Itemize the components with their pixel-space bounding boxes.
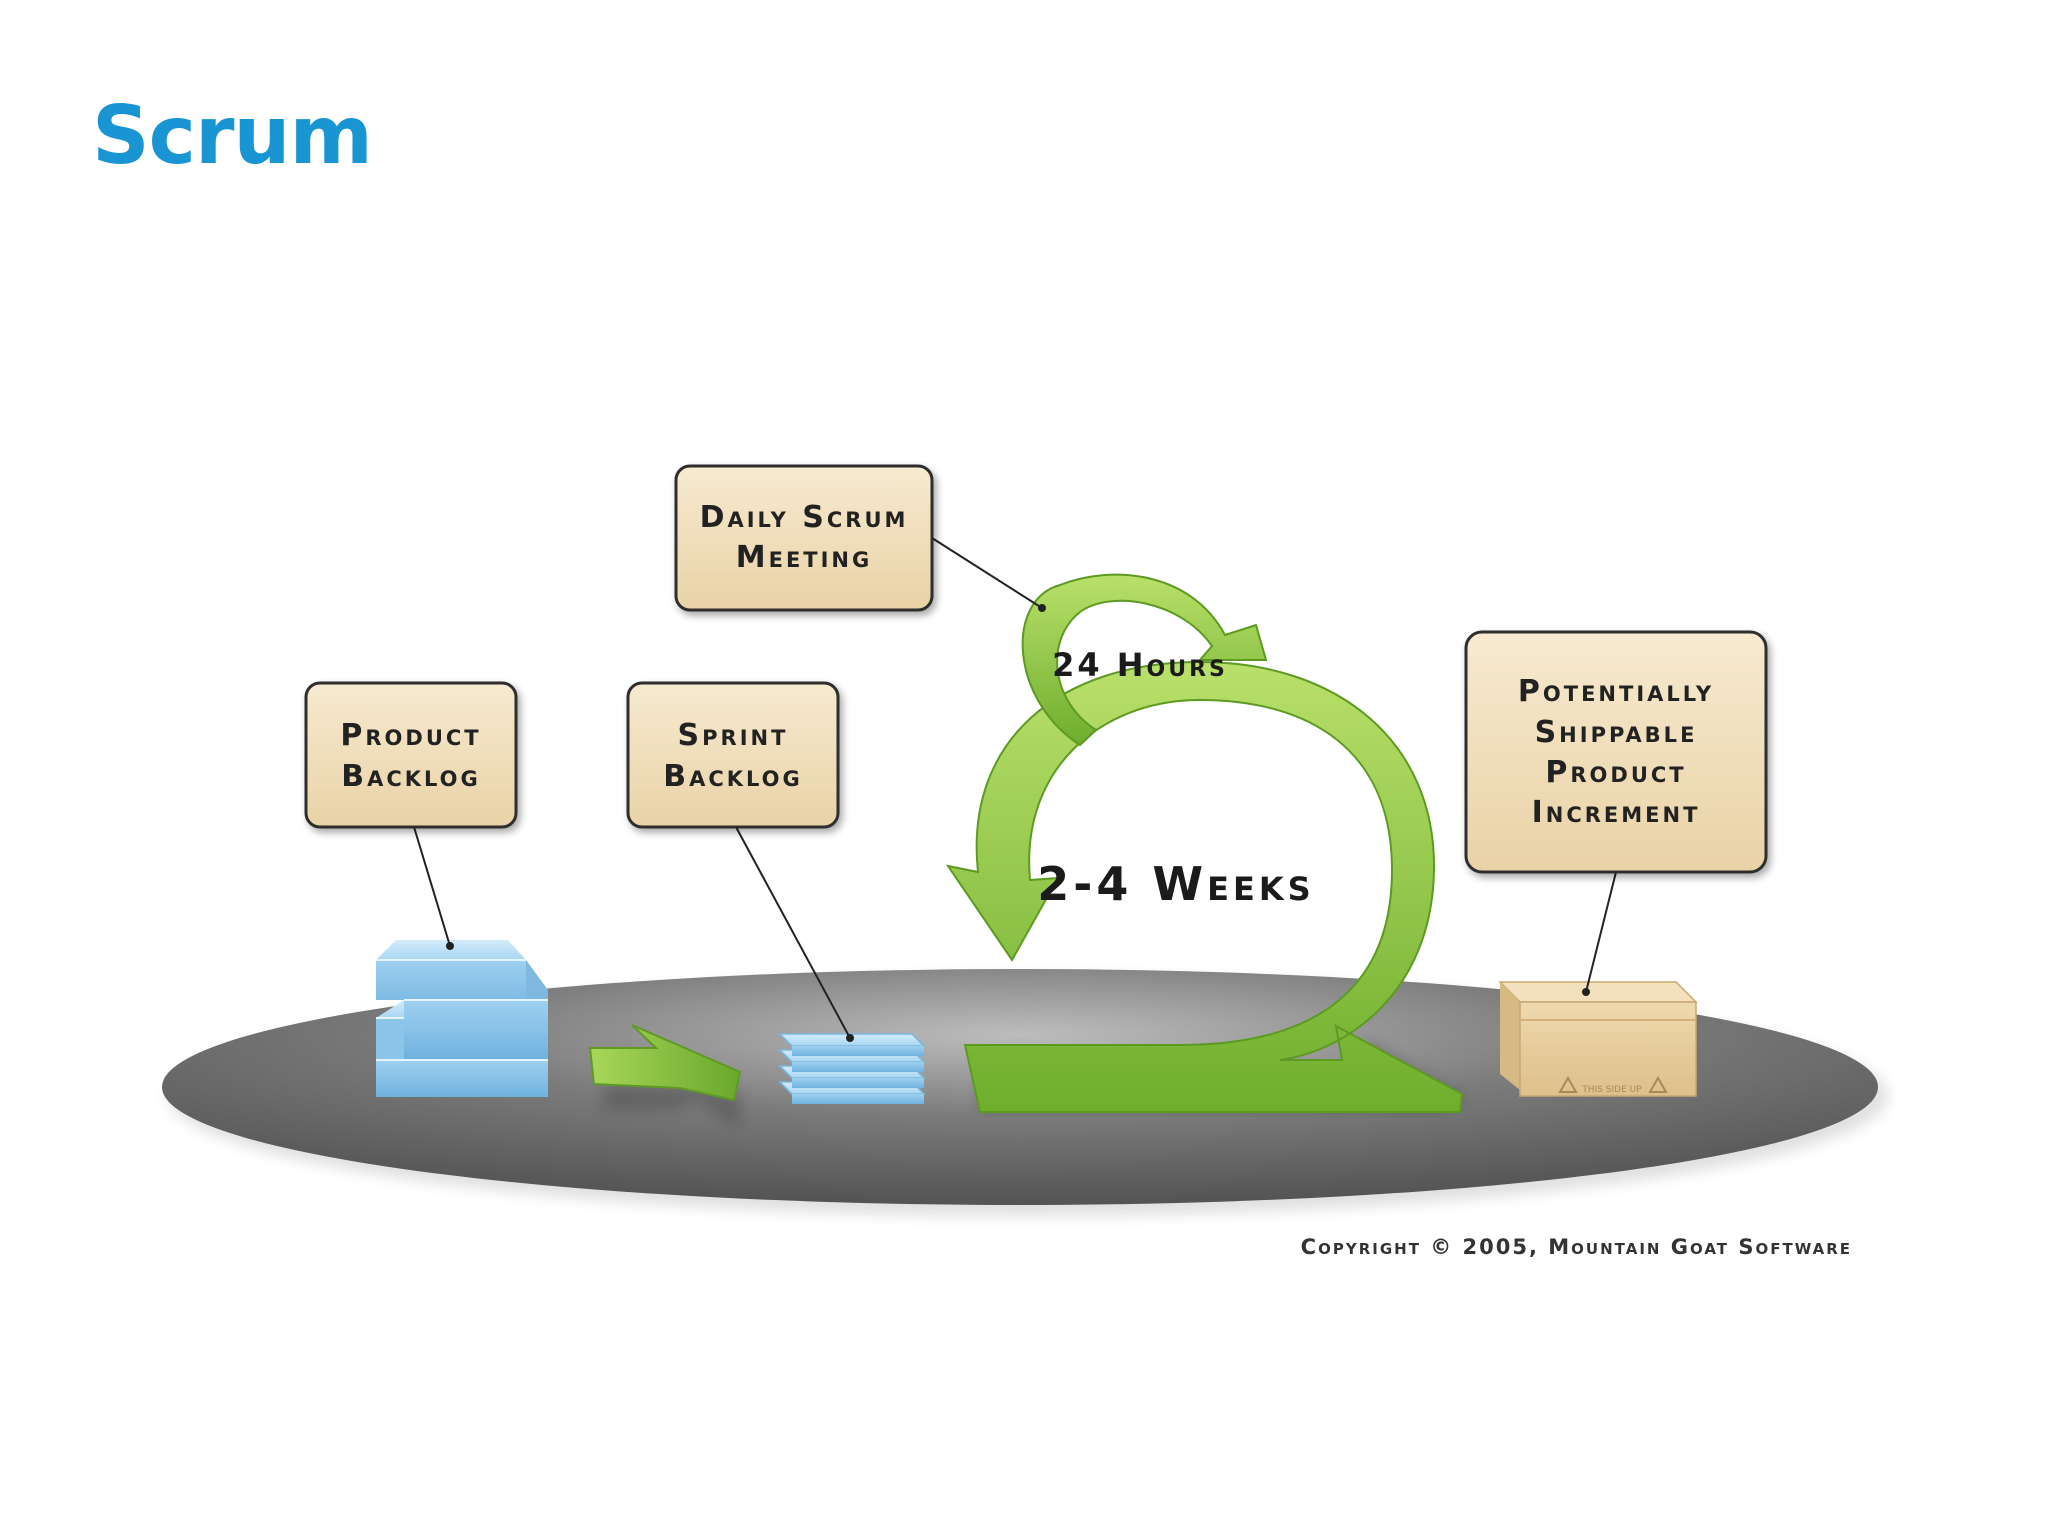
label-2-4-weeks: 2-4 Weeks bbox=[1037, 857, 1314, 911]
daily-scrum-label-line1: Daily Scrum bbox=[700, 500, 909, 535]
sprint-backlog-label-line2: Backlog bbox=[663, 759, 803, 794]
increment-label-line1: Potentially bbox=[1518, 674, 1714, 709]
label-product-increment: Potentially Shippable Product Increment bbox=[1464, 630, 1768, 874]
product-backlog-label-line2: Backlog bbox=[341, 759, 481, 794]
connector-sprint-backlog bbox=[735, 826, 851, 1039]
connector-daily-scrum bbox=[931, 537, 1043, 609]
label-24-hours: 24 Hours bbox=[1052, 646, 1228, 684]
product-increment-carton: THIS SIDE UP bbox=[1498, 981, 1698, 1097]
daily-cycle-arrow bbox=[1021, 573, 1268, 747]
slide-title: Scrum bbox=[92, 89, 373, 182]
connector-increment bbox=[1585, 871, 1617, 993]
increment-label-line3: Product bbox=[1545, 755, 1686, 790]
sprint-backlog-stack bbox=[778, 1033, 926, 1104]
product-backlog-label-line1: Product bbox=[340, 718, 481, 753]
arrow-to-sprint-backlog bbox=[588, 1024, 742, 1128]
increment-label-line2: Shippable bbox=[1535, 715, 1698, 750]
product-backlog-stack bbox=[376, 940, 548, 1097]
label-product-backlog: Product Backlog bbox=[304, 681, 518, 829]
copyright-notice: Copyright © 2005, Mountain Goat Software bbox=[1301, 1235, 1852, 1259]
daily-scrum-label-line2: Meeting bbox=[736, 540, 873, 575]
label-daily-scrum-meeting: Daily Scrum Meeting bbox=[674, 464, 934, 612]
increment-label-line4: Increment bbox=[1532, 795, 1701, 830]
label-sprint-backlog: Sprint Backlog bbox=[626, 681, 840, 829]
sprint-cycle-arrow bbox=[945, 660, 1466, 1113]
carton-stamp: THIS SIDE UP bbox=[1581, 1085, 1642, 1095]
connector-product-backlog bbox=[413, 826, 451, 947]
sprint-backlog-label-line1: Sprint bbox=[678, 718, 789, 753]
